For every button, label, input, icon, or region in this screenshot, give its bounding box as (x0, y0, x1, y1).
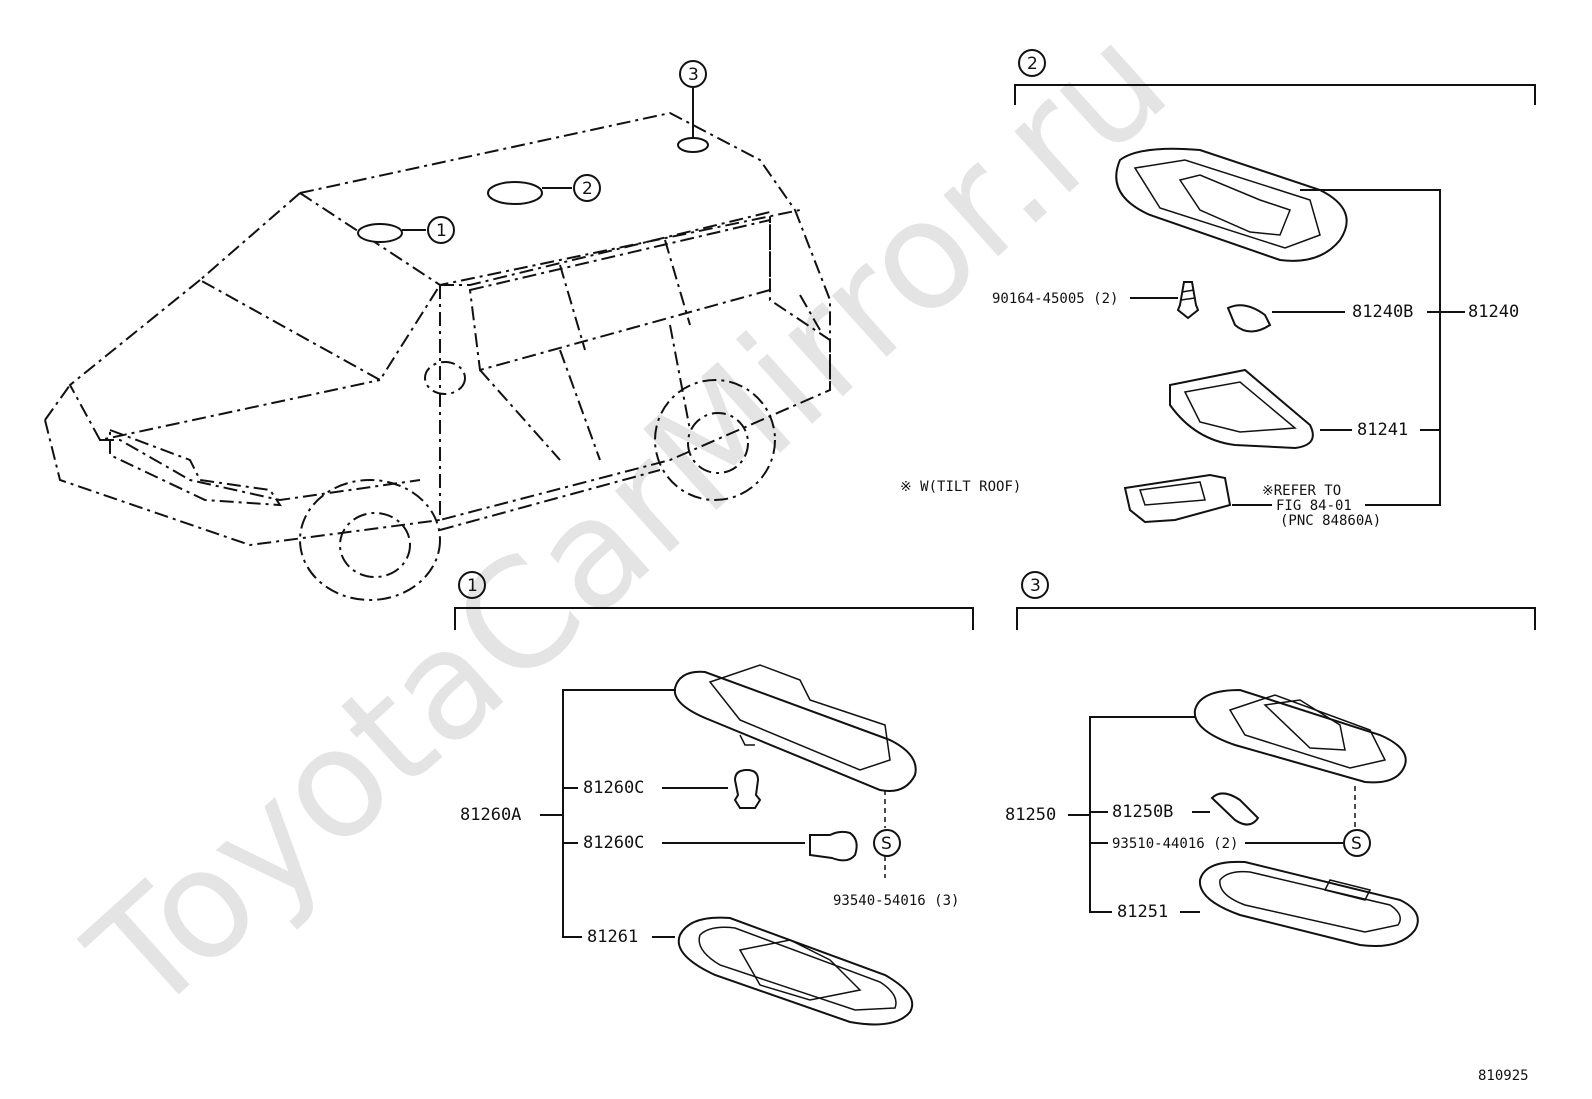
lens-81251 (1198, 860, 1419, 947)
bulb-81240b (1226, 304, 1272, 333)
marker-2-label: 2 (582, 179, 593, 199)
label-81250b: 81250B (1112, 802, 1173, 822)
lens-81261 (677, 916, 914, 1026)
lamp-housing-81250 (1193, 688, 1407, 784)
bulb-81250b (1210, 792, 1260, 826)
lamp-housing-81240 (1115, 147, 1348, 262)
watermark: ToyotaCarMirror.ru (57, 0, 1200, 1047)
roof-lamp-1-location (357, 223, 403, 243)
marker-1-label: 1 (436, 221, 447, 241)
svg-text:2: 2 (1027, 54, 1038, 74)
marker-1-circle (427, 216, 455, 244)
marker-s-3-label: S (1351, 834, 1362, 854)
roof-lamp-2-location (487, 181, 543, 205)
screw-90164 (1176, 281, 1200, 320)
label-refer-line3: (PNC 84860A) (1280, 513, 1381, 529)
lens-81241 (1169, 368, 1314, 450)
marker-s-1-label: S (881, 834, 892, 854)
label-81240: 81240 (1468, 302, 1519, 322)
van-illustration (44, 111, 831, 601)
marker-s-3 (1343, 829, 1371, 857)
label-81240b: 81240B (1352, 302, 1413, 322)
marker-3-label: 3 (688, 65, 699, 85)
bulb-81260c-b (809, 830, 858, 862)
label-81251: 81251 (1117, 902, 1168, 922)
note-tilt-roof: ※ W(TILT ROOF) (900, 479, 1021, 495)
bulb-81260c-a (733, 768, 762, 809)
marker-3-circle (679, 60, 707, 88)
marker-2-circle (573, 174, 601, 202)
label-81250: 81250 (1005, 805, 1056, 825)
label-81260c-a: 81260C (583, 778, 644, 798)
label-81260a: 81260A (460, 805, 521, 825)
section-1: 1 81260C 81260C S 93540-54016 (3) 81261 … (454, 571, 974, 1026)
switch-84860a (1123, 473, 1232, 524)
label-81261: 81261 (587, 927, 638, 947)
section-3: 3 81250B S 93510-44016 (2) 81251 81250 (1005, 571, 1536, 947)
label-81260c-b: 81260C (583, 833, 644, 853)
svg-text:3: 3 (1030, 576, 1041, 596)
svg-text:1: 1 (467, 576, 478, 596)
label-screw-93510: 93510-44016 (2) (1112, 836, 1238, 852)
marker-s-1 (873, 829, 901, 857)
lamp-housing-81260a (673, 670, 917, 792)
roof-lamp-3-location (677, 137, 709, 153)
figure-number: 810925 (1478, 1068, 1529, 1084)
label-screw-90164: 90164-45005 (2) (992, 291, 1118, 307)
section-2: 2 90164-45005 (2) 81240B 81240 81241 ※RE… (992, 49, 1536, 529)
label-refer-line1: ※REFER TO (1262, 483, 1341, 499)
label-81241: 81241 (1357, 420, 1408, 440)
label-screw-93540: 93540-54016 (3) (833, 893, 959, 909)
label-refer-line2: FIG 84-01 (1276, 498, 1352, 514)
